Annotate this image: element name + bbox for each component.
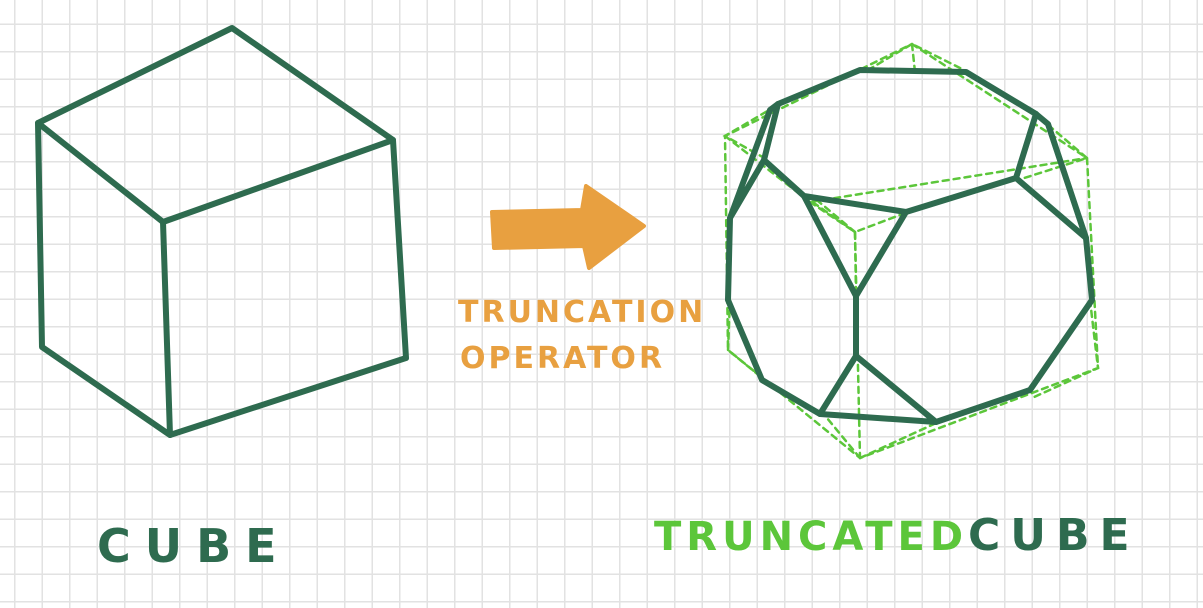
truncated-cube-drawing: [725, 67, 1095, 425]
operator-label-line1: TRUNCATION: [458, 295, 706, 330]
cube-label: CUBE: [97, 519, 291, 573]
truncated-label: TRUNCATED: [654, 514, 968, 560]
right-arrow-icon: [490, 184, 646, 270]
operator-label-line2: OPERATOR: [460, 341, 665, 376]
original-cube-dashed-outline: [722, 42, 1100, 460]
cube-drawing: [35, 25, 409, 438]
truncated-cube-label: CUBE: [968, 510, 1140, 561]
